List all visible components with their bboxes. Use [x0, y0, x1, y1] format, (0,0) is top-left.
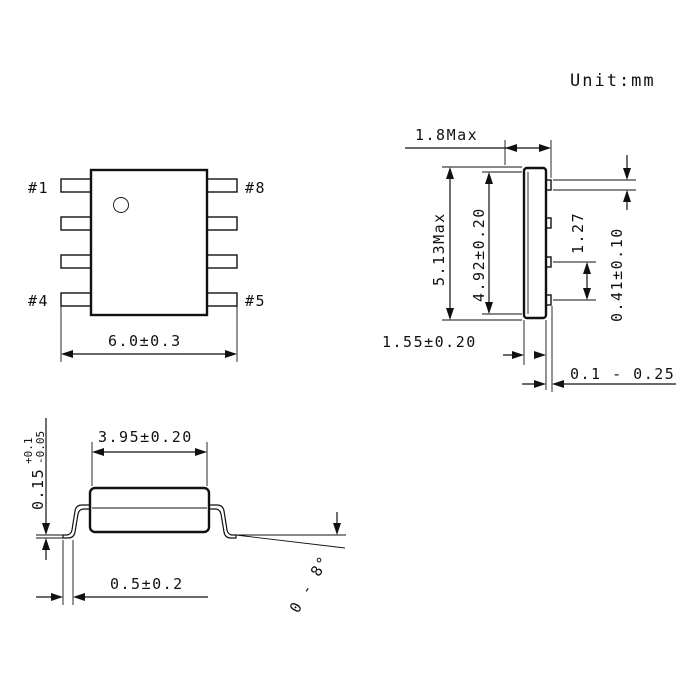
pin-1 [60, 178, 92, 193]
body-length-label: 4.92±0.20 [470, 207, 488, 302]
pin1-marker-dot [113, 197, 129, 213]
pin-8 [206, 178, 238, 193]
end-view-lead-left [62, 504, 92, 539]
pin-3 [60, 254, 92, 269]
lead-thickness-label: 0.15 [29, 468, 47, 510]
pin-7 [206, 216, 238, 231]
top-view: #1 #4 #8 #5 6.0±0.3 [28, 168, 266, 362]
side-view-body [522, 166, 548, 320]
foot-length-label: 0.5±0.2 [110, 575, 184, 593]
standoff-label: 0.1 - 0.25 [570, 365, 675, 383]
body-height-label: 1.55±0.20 [382, 333, 477, 351]
pitch-label: 1.27 [569, 212, 587, 254]
width-dimension-label: 6.0±0.3 [108, 332, 182, 350]
max-length-label: 5.13Max [430, 212, 448, 286]
max-thickness-label: 1.8Max [415, 126, 478, 144]
pin-2 [60, 216, 92, 231]
pin-4 [60, 292, 92, 307]
top-view-body [89, 168, 209, 317]
pin8-label: #8 [245, 179, 266, 197]
lead-thickness-tol-plus: +0.1 [22, 438, 35, 465]
unit-label: Unit:mm [570, 71, 656, 91]
pin4-label: #4 [28, 292, 49, 310]
pin1-label: #1 [28, 179, 49, 197]
end-view-lead-right [207, 504, 237, 539]
pin5-label: #5 [245, 292, 266, 310]
end-view: 3.95±0.20 0.15 +0.1 -0.05 0.5±0.2 0 - 8° [22, 418, 346, 616]
pin-5 [206, 292, 238, 307]
body-width-label: 3.95±0.20 [98, 428, 193, 446]
lead-thickness-tol-minus: -0.05 [34, 431, 47, 464]
pin-6 [206, 254, 238, 269]
lead-width-label: 0.41±0.10 [608, 227, 626, 322]
side-view: 1.8Max 5.13Max 4.92±0.20 1.27 0.41±0.10 [382, 126, 676, 392]
foot-angle-label: 0 - 8° [286, 552, 333, 616]
end-view-body [88, 486, 211, 534]
